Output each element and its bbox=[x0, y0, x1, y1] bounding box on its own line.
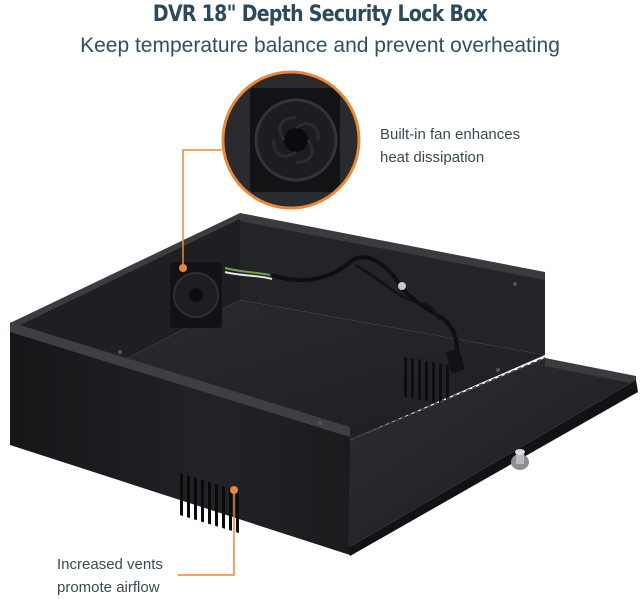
fan-callout-text: Built-in fan enhances heat dissipation bbox=[380, 123, 580, 169]
vents-callout-line1: Increased vents bbox=[57, 556, 163, 573]
page-title: DVR 18" Depth Security Lock Box bbox=[152, 2, 488, 27]
fan-zoom-icon bbox=[221, 70, 361, 210]
vents-callout-line bbox=[178, 486, 238, 576]
vents-callout-line2: promote airflow bbox=[57, 579, 160, 596]
page-subtitle: Keep temperature balance and prevent ove… bbox=[80, 34, 560, 57]
fan-callout-line bbox=[179, 149, 222, 272]
fan-callout-line2: heat dissipation bbox=[380, 149, 485, 166]
lock-box-image bbox=[10, 213, 638, 556]
lock-cylinder bbox=[511, 449, 529, 470]
fan-callout-line1: Built-in fan enhances bbox=[380, 126, 521, 143]
vents-callout-text: Increased vents promote airflow bbox=[57, 553, 257, 599]
